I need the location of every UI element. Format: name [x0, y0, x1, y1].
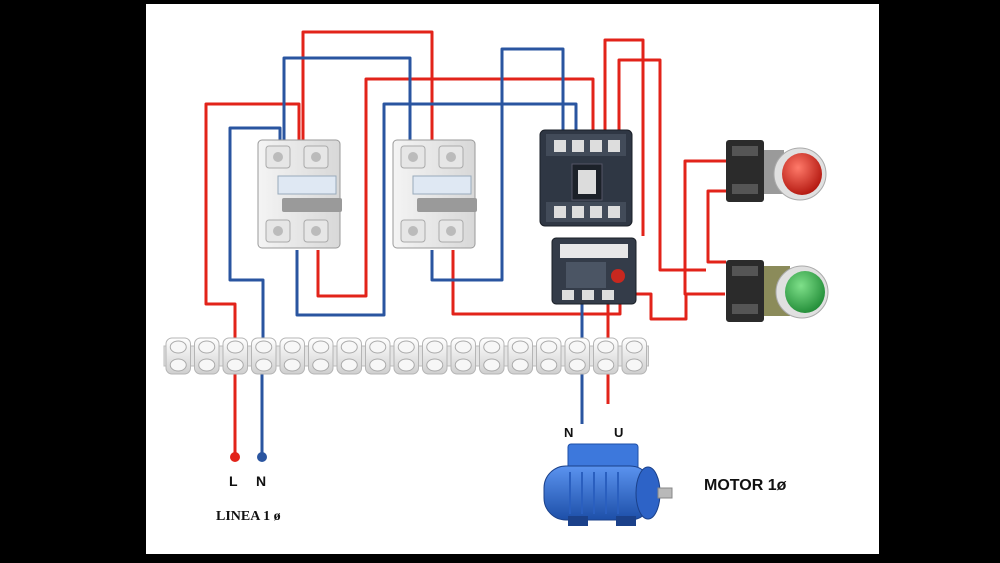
wiring-diagram: [163, 30, 829, 526]
phase-wire-control-a: [603, 38, 645, 236]
red-pushbutton-icon: [726, 140, 827, 202]
motor-title: MOTOR 1ø: [704, 477, 787, 494]
terminal-block: [536, 337, 562, 375]
phase-wire-breaker-bridge: [301, 30, 434, 144]
terminal-block: [450, 337, 476, 375]
neutral-terminal-dot: [257, 452, 267, 462]
neutral-label: N: [256, 473, 267, 489]
terminal-block: [165, 337, 191, 375]
terminal-block: [422, 337, 448, 375]
terminal-block: [308, 337, 334, 375]
terminal-block: [393, 337, 419, 375]
neutral-wire-breaker2-out: [430, 47, 565, 282]
phase-wire-stop-in: [683, 159, 726, 296]
terminal-block: [194, 337, 220, 375]
phase-wire-stop-out: [706, 189, 726, 264]
phase-wire-relay-aux: [616, 292, 688, 321]
contactor-icon: [539, 129, 633, 227]
circuit-breaker-2-icon: [392, 139, 477, 249]
terminal-block: [222, 337, 248, 375]
phase-wire-breaker2-out: [451, 250, 622, 316]
thermal-relay-icon: [551, 237, 637, 305]
phase-wires: [204, 30, 726, 454]
terminal-block: [564, 337, 590, 375]
wiring-diagram-board: L N LINEA 1 ø N U MOTOR 1ø: [146, 4, 879, 554]
neutral-wire-supply: [228, 126, 282, 345]
line-terminal-dot: [230, 452, 240, 462]
phase-wire-control-b: [617, 58, 706, 272]
circuit-breaker-1-icon: [257, 139, 342, 249]
terminal-block: [507, 337, 533, 375]
line-label: L: [229, 473, 238, 489]
terminal-block: [279, 337, 305, 375]
phase-wire-supply: [204, 102, 301, 345]
neutral-wire-breaker-bridge: [282, 56, 412, 144]
neutral-wires: [228, 47, 584, 454]
terminal-block: [365, 337, 391, 375]
neutral-wire-breaker1-out: [295, 102, 578, 317]
terminal-block-strip-icon: [163, 337, 649, 375]
terminal-block: [621, 337, 647, 375]
terminal-block: [336, 337, 362, 375]
linea-title: LINEA 1 ø: [216, 509, 281, 524]
terminal-block: [479, 337, 505, 375]
motor-phase-label: U: [614, 425, 624, 440]
phase-wire-breaker1-out: [316, 77, 595, 298]
single-phase-motor-icon: [543, 443, 673, 526]
terminal-block: [251, 337, 277, 375]
terminal-block: [593, 337, 619, 375]
motor-neutral-label: N: [564, 425, 574, 440]
green-pushbutton-icon: [726, 260, 829, 322]
